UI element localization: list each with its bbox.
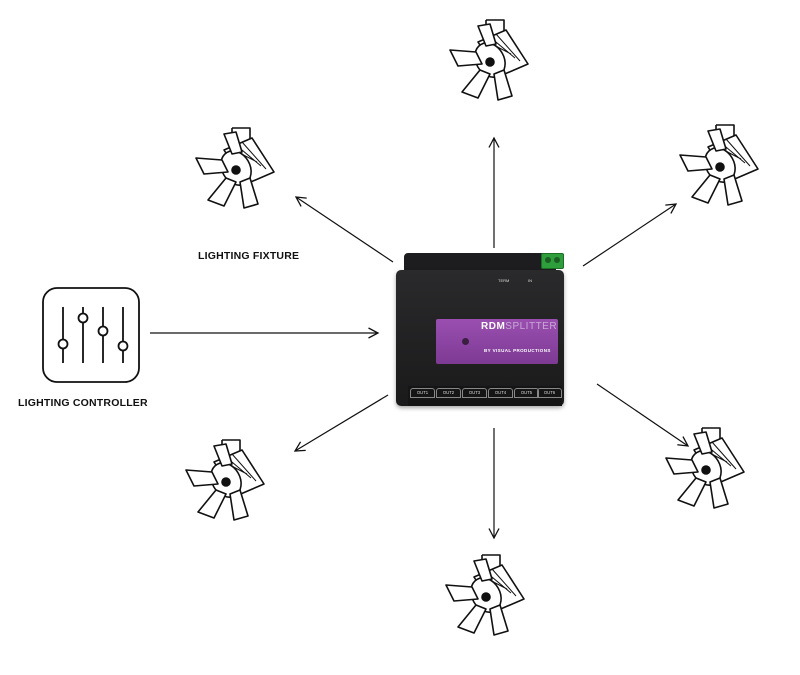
status-led: [462, 338, 469, 345]
output-port-2: OUT2: [436, 388, 461, 398]
top-label-term: TERM: [498, 278, 510, 283]
rdm-splitter-device: TERM IN RDMSPLITTER BY VISUAL PRODUCTION…: [396, 253, 564, 406]
brand-rdm: RDM: [481, 321, 506, 332]
lighting-fixture-label: LIGHTING FIXTURE: [198, 250, 300, 262]
stage-spotlight-icon: [679, 124, 759, 206]
output-port-3: OUT3: [462, 388, 487, 398]
screw-icon: [554, 257, 560, 263]
arrow-to-fixture-lower-right: [596, 383, 690, 447]
stage-spotlight-icon: [665, 427, 745, 509]
output-port-5: OUT5: [514, 388, 539, 398]
device-brand: RDMSPLITTER: [481, 321, 557, 332]
stage-spotlight-icon: [445, 554, 525, 636]
device-front-panel: [436, 319, 558, 364]
device-tagline: BY VISUAL PRODUCTIONS: [484, 348, 551, 353]
stage-spotlight-icon: [195, 127, 275, 209]
output-port-6: OUT6: [537, 388, 562, 398]
device-top-labels: TERM IN: [496, 275, 558, 289]
brand-splitter: SPLITTER: [505, 321, 558, 332]
stage-spotlight-icon: [449, 19, 529, 101]
terminal-connector: [541, 253, 564, 269]
stage-spotlight-icon: [185, 439, 265, 521]
output-port-4: OUT4: [488, 388, 513, 398]
lighting-controller-label: LIGHTING CONTROLLER: [18, 397, 148, 409]
arrow-to-fixture-upper-right: [582, 203, 678, 267]
output-port-1: OUT1: [410, 388, 435, 398]
screw-icon: [545, 257, 551, 263]
arrow-to-fixture-upper-left: [294, 196, 394, 263]
top-label-in: IN: [528, 278, 532, 283]
arrow-to-fixture-lower-left: [293, 394, 389, 452]
mixing-faders-icon: [42, 287, 140, 383]
output-port-row: OUT1 OUT2 OUT3 OUT4 OUT5 OUT6: [408, 386, 562, 406]
